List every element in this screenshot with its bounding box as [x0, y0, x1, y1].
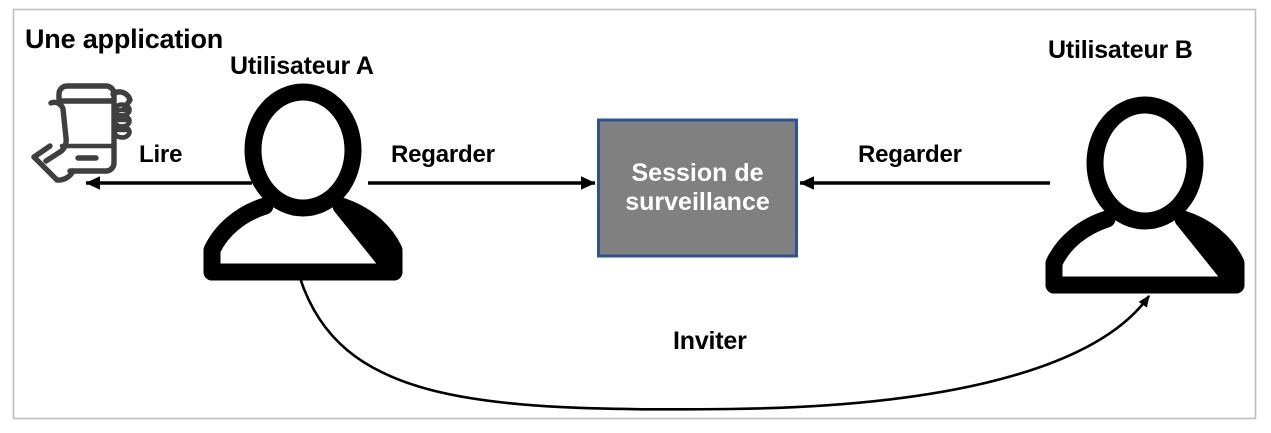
- app-label: Une application: [25, 24, 224, 54]
- user-b-label: Utilisateur B: [1048, 36, 1193, 64]
- hand-holding-phone-icon: [31, 83, 133, 183]
- edge-inviter-label: Inviter: [673, 327, 747, 355]
- user-b-icon: [1045, 96, 1245, 294]
- diagram-frame: [12, 8, 1257, 420]
- edge-lire-label: Lire: [139, 141, 183, 168]
- edge-regarder-right-label: Regarder: [858, 141, 962, 168]
- session-box[interactable]: [597, 118, 798, 258]
- edge-regarder-left-label: Regarder: [391, 141, 495, 168]
- user-a-label: Utilisateur A: [230, 52, 374, 80]
- edge-inviter-arrow: [298, 277, 1151, 411]
- user-a-icon: [203, 83, 403, 281]
